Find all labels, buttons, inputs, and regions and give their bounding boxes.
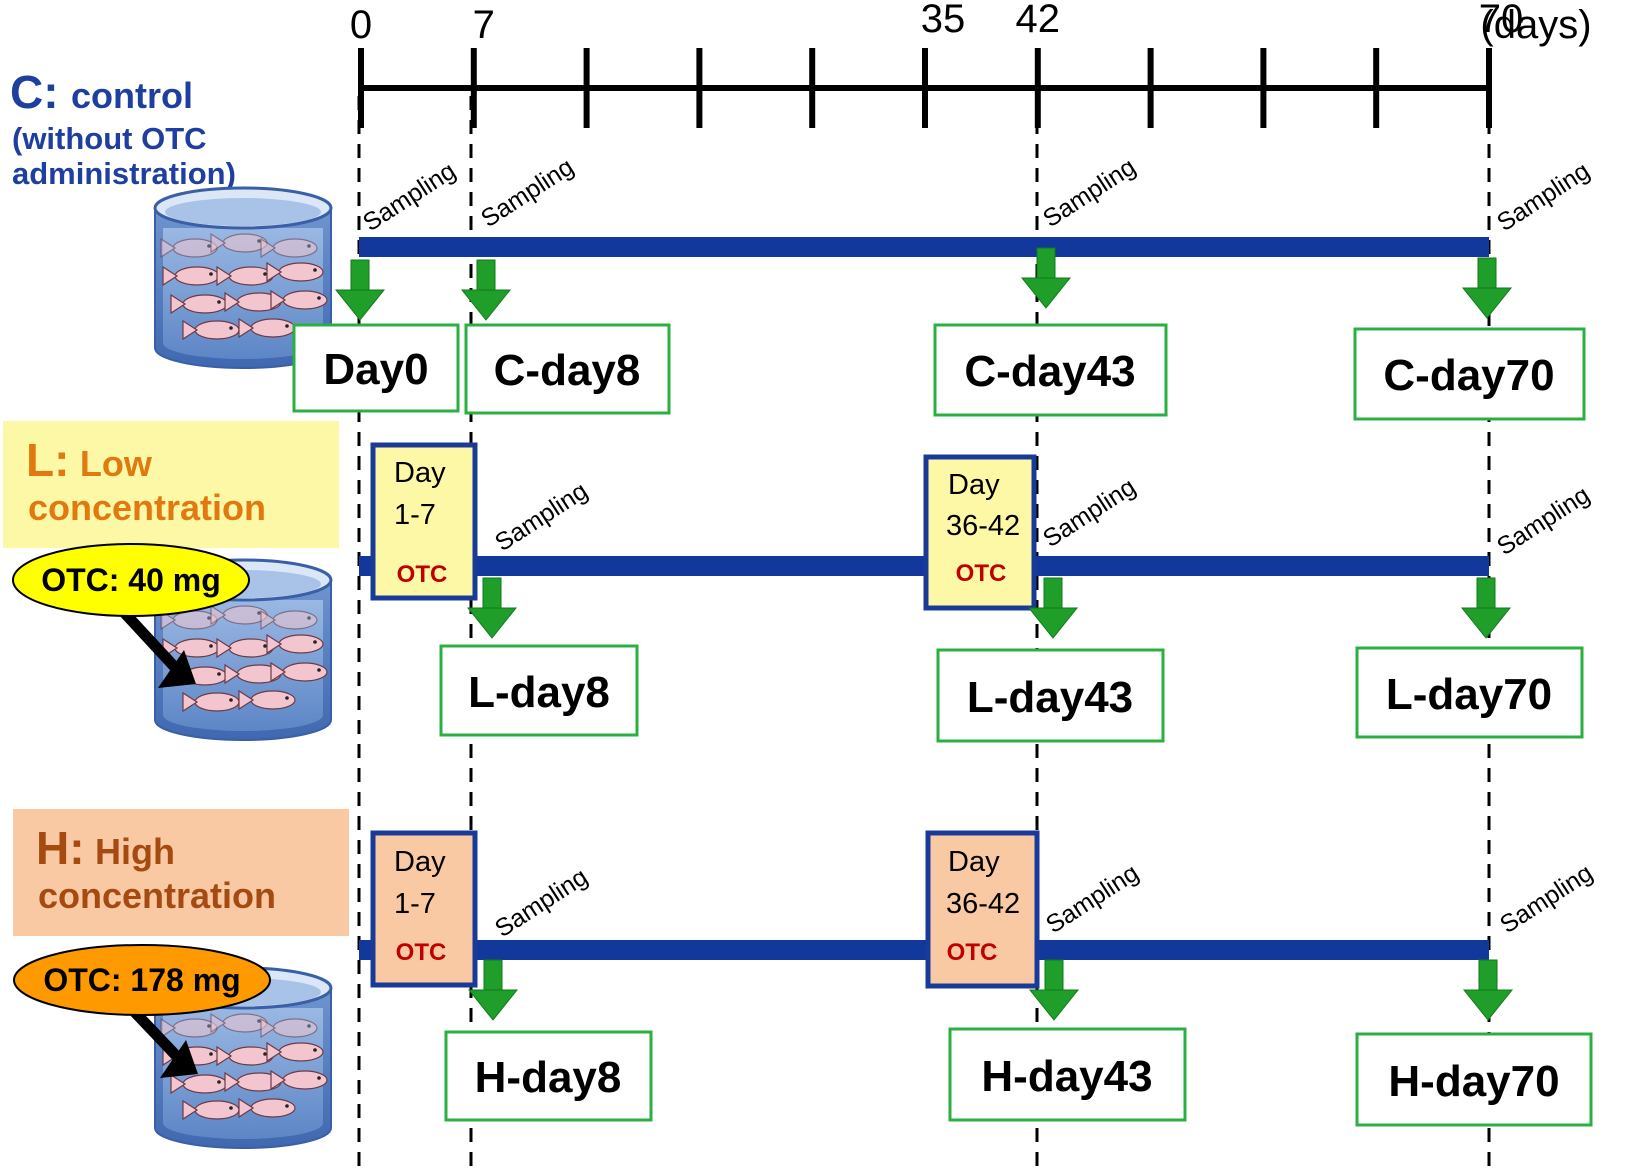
sample-box-l-day8: L-day8: [439, 644, 639, 737]
control-group-title: C: control: [10, 66, 193, 118]
control-arrow-day7: [461, 259, 511, 321]
sample-box-c-day43: C-day43: [933, 323, 1168, 417]
svg-text:Day: Day: [394, 457, 446, 489]
svg-text:OTC: 40 mg: OTC: 40 mg: [41, 562, 221, 598]
high-sampling-day7: Sampling: [490, 863, 593, 943]
control-note-line2: administration): [12, 156, 236, 191]
high-group-title-line1: H: High: [36, 822, 175, 874]
svg-text:1-7: 1-7: [394, 888, 436, 920]
control-arrow-day0: [335, 259, 385, 321]
high-timeline-bar: [359, 940, 1489, 960]
high-sampling-day42: Sampling: [1041, 859, 1144, 939]
low-group-label-bg: [3, 421, 339, 548]
svg-text:C-day70: C-day70: [1383, 351, 1554, 400]
svg-text:OTC: 178 mg: OTC: 178 mg: [43, 962, 240, 998]
timeline-tick-label-35: 35: [921, 0, 966, 41]
high-admin-period2: Day 36-42 OTC: [925, 830, 1040, 989]
svg-text:C-day43: C-day43: [964, 347, 1135, 396]
low-group-title-line1: L: Low: [26, 434, 153, 486]
low-admin-period2: Day 36-42 OTC: [923, 454, 1037, 611]
svg-text:OTC: OTC: [947, 939, 998, 966]
low-letter: L:: [26, 434, 69, 486]
high-letter: H:: [36, 822, 85, 874]
sample-box-h-day70: H-day70: [1355, 1032, 1593, 1127]
control-group: C: control (without OTC administration) …: [10, 66, 1595, 421]
svg-text:H-day43: H-day43: [981, 1052, 1152, 1101]
control-letter: C:: [10, 66, 59, 118]
control-arrow-day70: [1462, 257, 1512, 319]
high-admin-period1: Day 1-7 OTC: [370, 830, 478, 988]
svg-text:36-42: 36-42: [946, 510, 1020, 542]
sample-box-c-day70: C-day70: [1353, 327, 1586, 421]
svg-text:L-day43: L-day43: [967, 673, 1133, 722]
high-dose-badge: OTC: 178 mg: [13, 944, 271, 1016]
svg-text:Day: Day: [948, 469, 1000, 501]
low-dose-badge: OTC: 40 mg: [12, 543, 250, 617]
control-sampling-day0: Sampling: [358, 157, 461, 237]
svg-text:Day: Day: [948, 846, 1000, 878]
high-name-line1: High: [95, 831, 175, 872]
svg-text:36-42: 36-42: [946, 888, 1020, 920]
sample-box-l-day70: L-day70: [1355, 646, 1584, 739]
svg-text:L-day8: L-day8: [468, 668, 610, 717]
low-group: L: Low concentration OTC: 40 mg Day 1-7 …: [3, 421, 1595, 743]
low-dose-pointer-icon: [114, 602, 196, 688]
dashed-guides: [357, 96, 1491, 1176]
svg-text:L-day70: L-day70: [1386, 670, 1552, 719]
low-name-line1: Low: [80, 443, 153, 484]
svg-text:OTC: OTC: [956, 560, 1007, 587]
svg-text:OTC: OTC: [397, 561, 448, 588]
svg-text:H-day8: H-day8: [475, 1053, 622, 1102]
timeline-tick-label-70: 70: [1479, 0, 1524, 41]
low-sampling-day7: Sampling: [490, 477, 593, 557]
control-timeline-bar: [359, 237, 1489, 257]
timeline-ticks: 0 7 35 42 70: [350, 0, 1523, 128]
timeline-tick-label-42: 42: [1016, 0, 1061, 41]
timeline-unit-label: (days): [1480, 3, 1591, 47]
sample-box-day0: Day0: [292, 323, 460, 413]
sample-box-h-day8: H-day8: [444, 1030, 653, 1122]
low-group-title-line2: concentration: [28, 487, 266, 528]
sample-box-c-day8: C-day8: [464, 323, 671, 415]
control-note-line1: (without OTC: [12, 121, 207, 156]
control-name: control: [71, 75, 193, 116]
control-sampling-day70: Sampling: [1492, 157, 1595, 237]
svg-text:H-day70: H-day70: [1388, 1057, 1559, 1106]
low-admin-period1: Day 1-7 OTC: [370, 442, 478, 601]
timeline-axis: 0 7 35 42 70 (days): [350, 0, 1592, 128]
timeline-tick-label-0: 0: [350, 3, 372, 47]
control-sampling-day42: Sampling: [1038, 153, 1141, 233]
svg-text:1-7: 1-7: [394, 499, 436, 531]
high-group-title-line2: concentration: [38, 875, 276, 916]
sample-box-h-day43: H-day43: [948, 1027, 1187, 1122]
svg-text:C-day8: C-day8: [494, 346, 641, 395]
low-sampling-day42: Sampling: [1038, 473, 1141, 553]
low-sampling-day70: Sampling: [1492, 481, 1595, 561]
high-sampling-day70: Sampling: [1495, 859, 1598, 939]
control-sampling-day7: Sampling: [476, 153, 579, 233]
svg-text:Day: Day: [394, 846, 446, 878]
low-arrow-day70: [1461, 577, 1511, 639]
sample-box-l-day43: L-day43: [936, 648, 1165, 743]
svg-text:OTC: OTC: [396, 939, 447, 966]
timeline-tick-label-7: 7: [473, 3, 495, 47]
high-arrow-day70: [1463, 959, 1513, 1021]
high-group: H: High concentration OTC: 178 mg Day 1-…: [13, 809, 1598, 1148]
high-group-label-bg: [13, 809, 349, 936]
svg-text:Day0: Day0: [323, 345, 428, 394]
